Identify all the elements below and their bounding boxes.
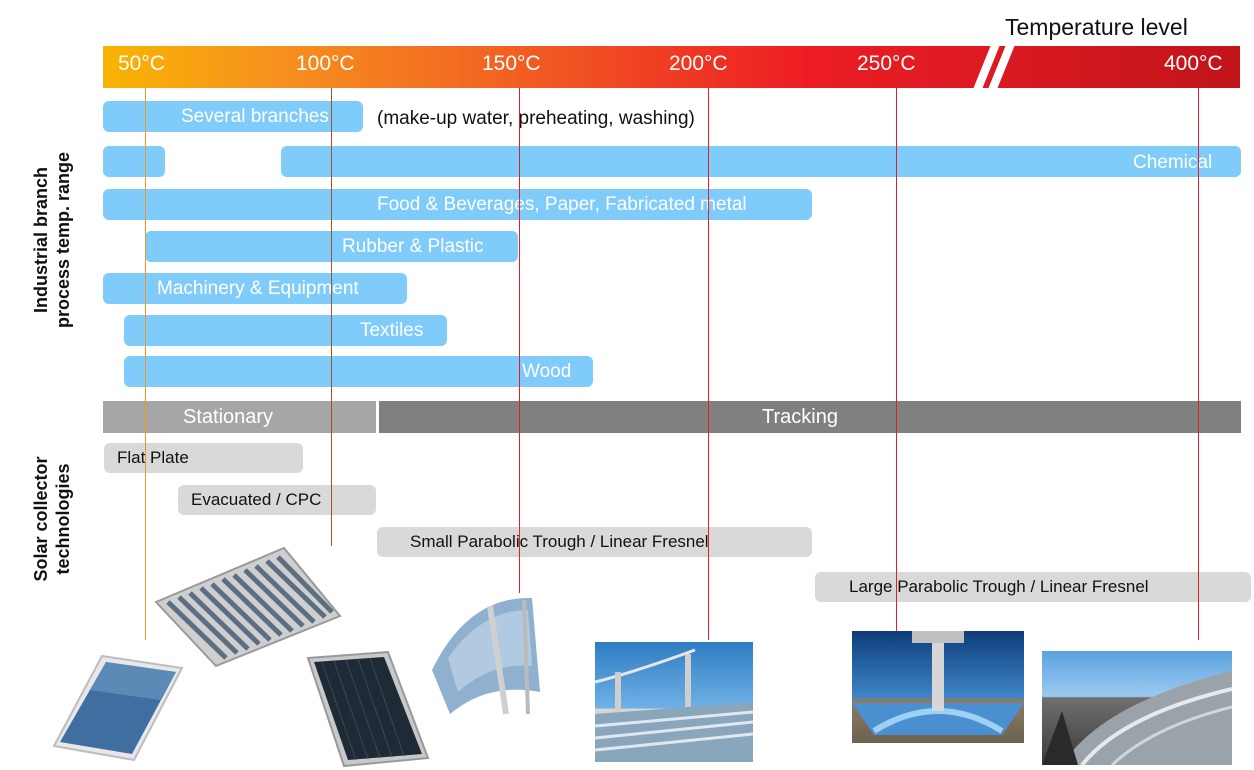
tech-label-large-trough: Large Parabolic Trough / Linear Fresnel — [849, 577, 1149, 596]
branch-bar-chemical-low — [103, 146, 165, 177]
branch-bar-chemical — [281, 146, 1241, 177]
flat-plate-dark-collector-photo — [290, 650, 440, 768]
temp-line-150 — [519, 88, 520, 593]
branch-label-several: Several branches — [181, 106, 329, 127]
tech-bar-flat-plate: Flat Plate — [104, 443, 303, 473]
small-parabolic-trough-photo — [428, 596, 553, 716]
tick-150c: 150°C — [482, 52, 541, 75]
tech-bar-large-trough: Large Parabolic Trough / Linear Fresnel — [815, 572, 1251, 602]
branch-label-food: Food & Beverages, Paper, Fabricated meta… — [377, 194, 747, 215]
tech-label-flat-plate: Flat Plate — [117, 448, 189, 467]
tick-250c: 250°C — [857, 52, 916, 75]
branch-label-wood: Wood — [522, 361, 572, 382]
temp-line-400 — [1198, 88, 1199, 640]
tech-bar-evacuated: Evacuated / CPC — [178, 485, 376, 515]
solar-collector-axis-label: Solar collector technologies — [30, 434, 74, 604]
branch-note-several: (make-up water, preheating, washing) — [377, 108, 695, 129]
branch-bar-machinery — [103, 273, 407, 304]
evacuated-tube-collector-photo — [152, 546, 342, 668]
linear-fresnel-photo — [595, 642, 753, 762]
industrial-branch-axis-label: Industrial branch process temp. range — [30, 130, 74, 350]
branch-bar-food — [103, 189, 812, 220]
temp-line-200 — [708, 88, 709, 640]
temp-line-100 — [331, 88, 332, 546]
tech-label-evacuated: Evacuated / CPC — [191, 490, 322, 509]
branch-label-chemical: Chemical — [1133, 152, 1213, 173]
axis-label-line: technologies — [53, 463, 73, 575]
tech-bar-small-trough: Small Parabolic Trough / Linear Fresnel — [377, 527, 812, 557]
tick-50c: 50°C — [118, 52, 165, 75]
temp-line-250 — [896, 88, 897, 633]
flat-plate-collector-photo — [50, 648, 190, 766]
axis-label-line: Industrial branch — [31, 166, 51, 314]
large-parabolic-trough-photo — [852, 631, 1024, 743]
branch-label-rubber: Rubber & Plastic — [342, 236, 484, 257]
stationary-bar: Stationary — [103, 401, 376, 433]
large-trough-field-photo — [1042, 651, 1232, 765]
stationary-label: Stationary — [183, 406, 274, 428]
tracking-bar: Tracking — [379, 401, 1241, 433]
tick-200c: 200°C — [669, 52, 728, 75]
branch-bar-textiles — [124, 315, 447, 346]
tick-100c: 100°C — [296, 52, 355, 75]
tech-label-small-trough: Small Parabolic Trough / Linear Fresnel — [410, 532, 709, 551]
branch-bar-wood — [124, 356, 593, 387]
temp-line-50 — [145, 88, 146, 640]
branch-label-machinery: Machinery & Equipment — [157, 278, 359, 299]
temperature-level-title: Temperature level — [1005, 14, 1188, 40]
branch-label-textiles: Textiles — [360, 320, 424, 341]
branch-bar-several — [103, 101, 363, 132]
axis-label-line: process temp. range — [53, 151, 73, 329]
tracking-label: Tracking — [762, 406, 838, 428]
temperature-scale-bar — [103, 46, 1240, 88]
tick-400c: 400°C — [1164, 52, 1223, 75]
axis-label-line: Solar collector — [31, 456, 51, 582]
